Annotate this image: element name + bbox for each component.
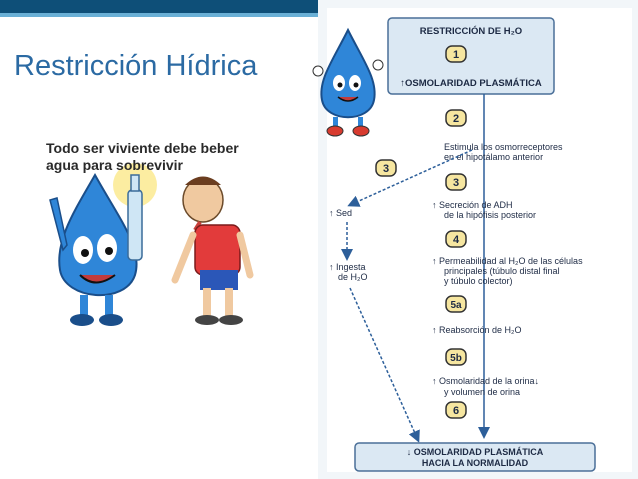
- step-2-text-2: en el hipotálamo anterior: [444, 152, 543, 162]
- step-badge-2: 2: [445, 109, 467, 127]
- step-badge-3: 3: [445, 173, 467, 191]
- step-5a-label: 5a: [450, 300, 462, 311]
- step-1-label: 1: [453, 49, 459, 61]
- thirsty-man-icon: [171, 176, 254, 325]
- step-6-label: 6: [453, 405, 459, 417]
- top-box: [387, 17, 555, 95]
- water-drop-mascot-icon: [312, 27, 384, 137]
- step-4-text-2: principales (túbulo distal final: [444, 266, 560, 276]
- step-3-text-2: de la hipófisis posterior: [444, 210, 536, 220]
- cartoon-illustration: [49, 163, 254, 326]
- step-5a-text: ↑ Reabsorción de H₂O: [432, 325, 522, 335]
- step-3-text-1: ↑ Secreción de ADH: [432, 200, 513, 210]
- water-drop-character-icon: [49, 172, 138, 326]
- step-3-label: 3: [453, 177, 459, 189]
- sed-label: ↑ Sed: [329, 208, 352, 218]
- step-4-text-1: ↑ Permeabilidad al H₂O de las células: [432, 256, 583, 266]
- caption: Todo ser viviente debe beber agua para s…: [46, 140, 256, 174]
- slide-title: Restricción Hídrica: [14, 50, 258, 82]
- step-5b-label: 5b: [450, 353, 462, 364]
- step-2-text-1: Estimula los osmorreceptores: [444, 142, 563, 152]
- side-step-3-label: 3: [383, 163, 389, 175]
- step-4-text-3: y túbulo colector): [444, 276, 513, 286]
- step-2-label: 2: [453, 113, 459, 125]
- caption-line-1: Todo ser viviente debe beber: [46, 140, 239, 156]
- step-badge-1: 1: [445, 45, 467, 63]
- step-badge-5a: 5a: [445, 295, 467, 313]
- caption-line-2: agua para sobrevivir: [46, 157, 183, 173]
- step-4-label: 4: [453, 234, 460, 246]
- step-5b-text-2: y volumen de orina: [444, 387, 520, 397]
- bottom-box: [354, 442, 596, 472]
- step-badge-6: 6: [445, 401, 467, 419]
- bottom-box-line1: ↓ OSMOLARIDAD PLASMÁTICA: [407, 447, 544, 457]
- top-box-line1: RESTRICCIÓN DE H₂O: [420, 25, 522, 37]
- ingesta-label-1: ↑ Ingesta: [329, 262, 366, 272]
- ingesta-label-2: de H₂O: [338, 272, 368, 282]
- bottom-box-line2: HACIA LA NORMALIDAD: [422, 458, 529, 468]
- step-badge-5b: 5b: [445, 348, 467, 366]
- top-box-line2: ↑OSMOLARIDAD PLASMÁTICA: [400, 78, 542, 89]
- side-step-badge-3: 3: [375, 159, 397, 177]
- side-arrow-to-result: [349, 287, 420, 443]
- side-arrow-to-sed: [347, 149, 473, 207]
- water-bottle-icon: [127, 174, 143, 261]
- step-5b-text-1: ↑ Osmolaridad de la orina↓: [432, 376, 539, 386]
- step-badge-4: 4: [445, 230, 467, 248]
